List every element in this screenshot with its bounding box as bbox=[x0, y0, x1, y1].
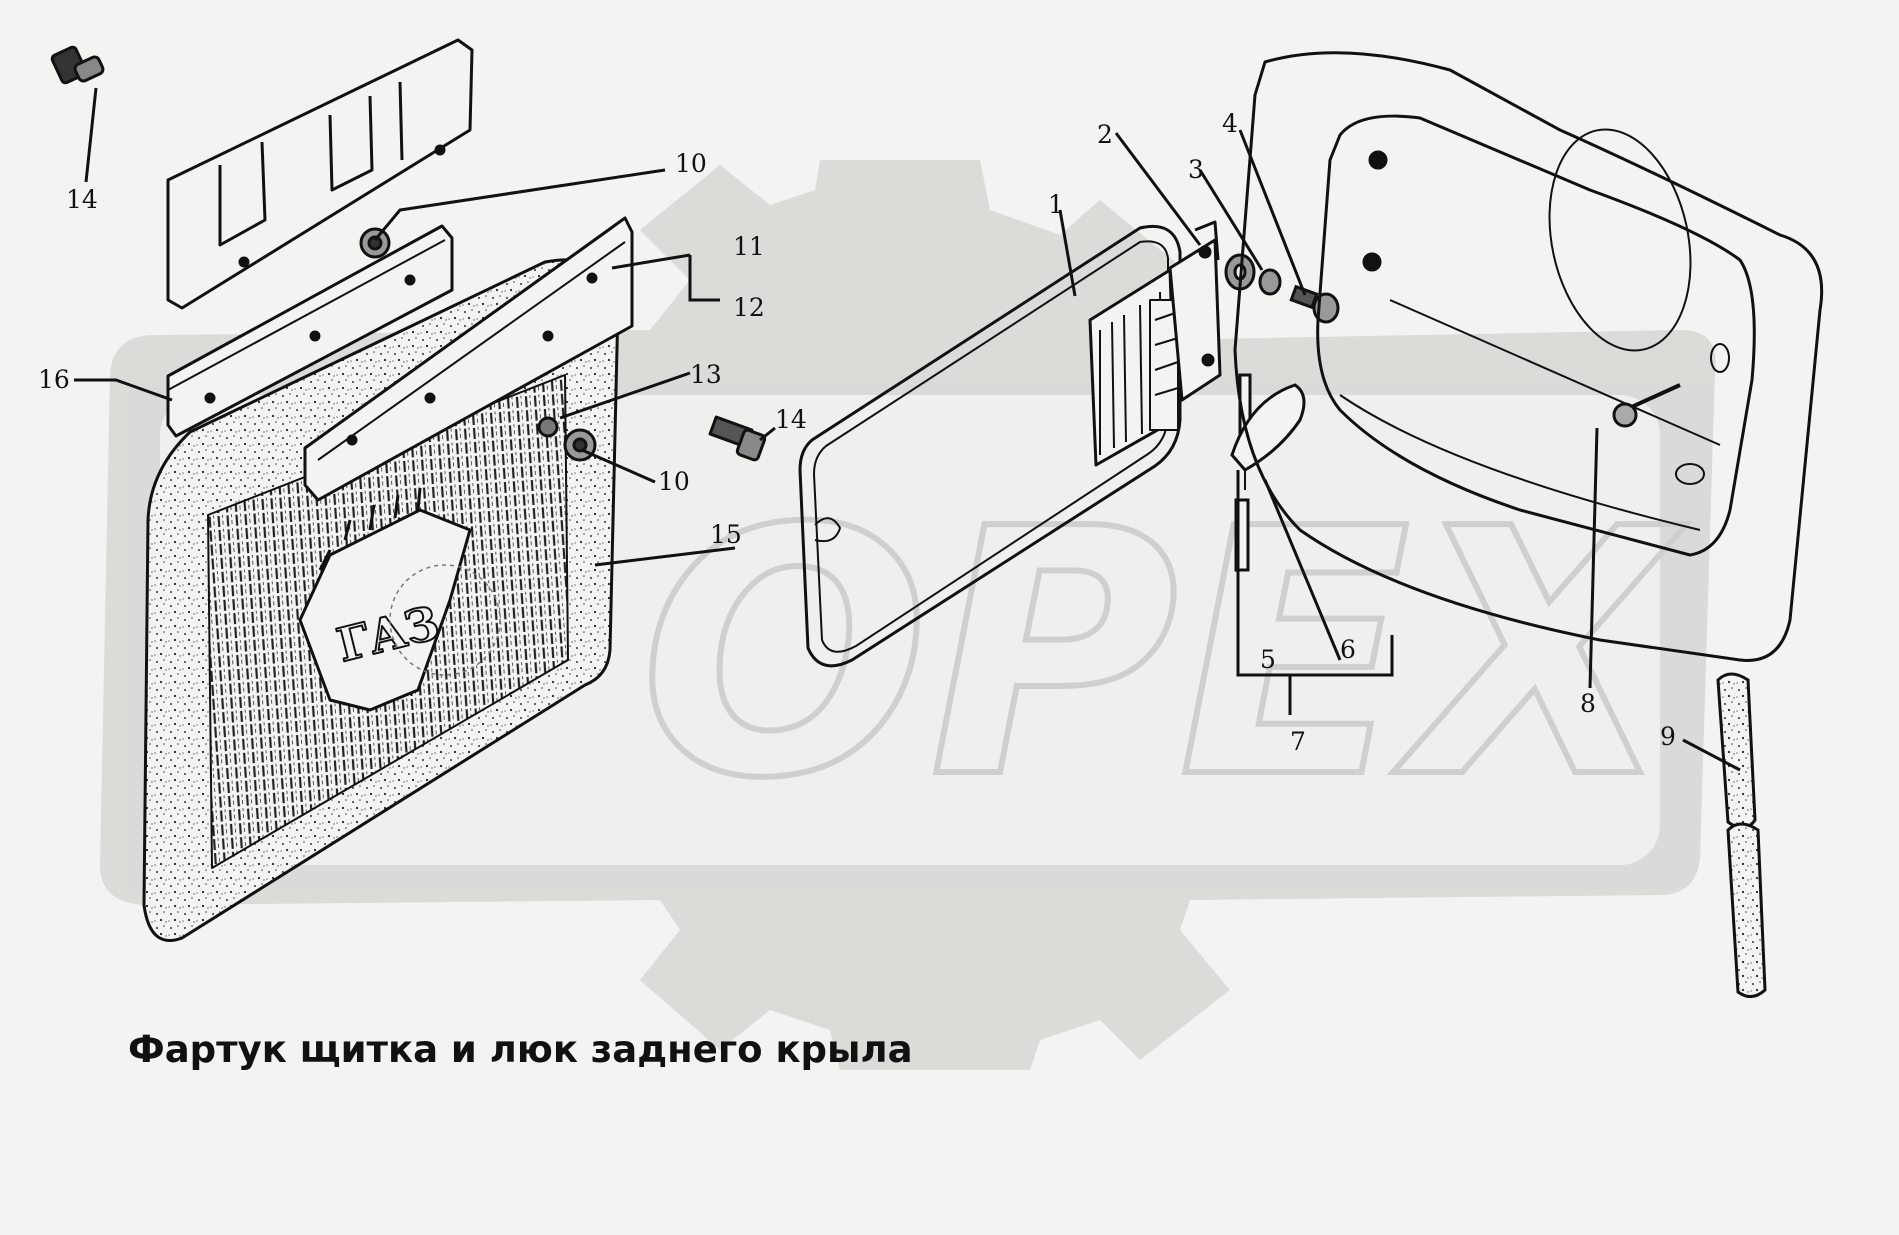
callout-14-top: 14 bbox=[66, 185, 98, 214]
screw-part-4 bbox=[1289, 284, 1340, 324]
callout-16: 16 bbox=[38, 365, 70, 394]
leader-lines bbox=[74, 87, 1741, 772]
mudflap-assembly: ГАЗ bbox=[50, 38, 767, 943]
washer-part-4 bbox=[1258, 268, 1282, 296]
bolt-part-14-mid bbox=[708, 415, 767, 462]
callout-3: 3 bbox=[1188, 155, 1204, 184]
diagram-caption: Фартук щитка и люк заднего крыла bbox=[128, 1028, 913, 1071]
strip-part-16 bbox=[166, 224, 454, 438]
callout-2: 2 bbox=[1097, 120, 1113, 149]
hatch-cover-part-1 bbox=[798, 220, 1222, 668]
callout-9: 9 bbox=[1660, 722, 1676, 751]
pin-part-8 bbox=[1612, 402, 1638, 428]
callout-7: 7 bbox=[1290, 727, 1306, 756]
callout-10-top: 10 bbox=[675, 149, 707, 178]
callout-6: 6 bbox=[1340, 635, 1356, 664]
bolt-part-14-top bbox=[50, 45, 105, 85]
hose-part-9 bbox=[1716, 672, 1767, 998]
callout-12: 12 bbox=[733, 293, 765, 322]
callout-1: 1 bbox=[1048, 190, 1064, 219]
callout-10-bottom: 10 bbox=[658, 467, 690, 496]
washer-part-13 bbox=[537, 416, 559, 438]
callout-13: 13 bbox=[690, 360, 722, 389]
callout-14-mid: 14 bbox=[775, 405, 807, 434]
watermark-text: OPEX bbox=[640, 457, 1687, 853]
mounting-plate bbox=[166, 38, 474, 310]
callout-11: 11 bbox=[733, 232, 765, 261]
bracket-part-11 bbox=[303, 216, 634, 502]
callout-8: 8 bbox=[1580, 689, 1596, 718]
callout-5: 5 bbox=[1260, 645, 1276, 674]
callout-4: 4 bbox=[1222, 109, 1238, 138]
callout-15: 15 bbox=[710, 520, 742, 549]
callout-labels: 1 2 3 4 5 6 7 8 9 10 10 11 12 13 14 14 1… bbox=[38, 109, 1676, 756]
fuel-filler-housing bbox=[1233, 51, 1824, 662]
mudflap-gaz-shield bbox=[298, 508, 472, 712]
